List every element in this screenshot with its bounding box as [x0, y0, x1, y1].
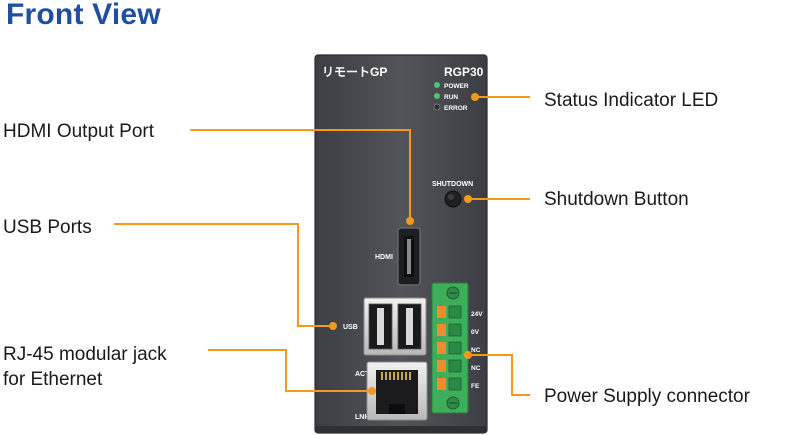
leader-usb — [114, 223, 333, 327]
shutdown-callout: Shutdown Button — [544, 189, 689, 210]
hdmi-callout: HDMI Output Port — [3, 121, 154, 142]
leader-hdmi — [190, 129, 411, 221]
device-model: RGP30 — [444, 65, 484, 79]
rj45-pins — [381, 372, 411, 380]
power-led-icon — [434, 82, 440, 88]
shutdown-label: SHUTDOWN — [432, 181, 473, 188]
usb-port-1-tongue — [377, 308, 384, 345]
terminal-slots — [437, 305, 462, 391]
page-title: Front View — [6, 0, 161, 31]
leader-dot-hdmi — [406, 217, 414, 225]
rj45-callout-line1: RJ-45 modular jack — [3, 344, 167, 365]
led-label-run: RUN — [444, 94, 458, 101]
error-led-icon — [433, 103, 441, 111]
run-led-icon — [434, 93, 440, 99]
lnk-label: LNK — [355, 414, 369, 421]
hdmi-port-contacts — [407, 239, 411, 274]
act-label: ACT — [355, 371, 370, 378]
rj45-latch-slot — [389, 404, 405, 414]
leader-dot-usb — [329, 322, 337, 330]
leader-dot-rj45 — [368, 387, 376, 395]
leader-dot-shutdown — [464, 195, 472, 203]
terminal-label-fe: FE — [471, 383, 480, 390]
usb-callout: USB Ports — [3, 217, 92, 238]
usb-port-2-tongue — [406, 308, 413, 345]
usb-label: USB — [343, 324, 358, 331]
device-bottom-shadow — [316, 426, 486, 433]
led-label-power: POWER — [444, 83, 469, 90]
device-brand: リモートGP — [322, 65, 387, 79]
terminal-label-nc1: NC — [471, 347, 481, 354]
leader-power — [468, 354, 530, 396]
terminal-label-nc2: NC — [471, 365, 481, 372]
terminal-label-0v: 0V — [471, 329, 480, 336]
leader-rj45 — [208, 349, 372, 392]
leader-dot-power — [464, 351, 472, 359]
power-callout: Power Supply connector — [544, 386, 750, 407]
terminal-label-24v: 24V — [471, 311, 483, 318]
rj45-callout-line2: for Ethernet — [3, 369, 103, 390]
leader-dot-status-led — [471, 93, 479, 101]
status-led-callout: Status Indicator LED — [544, 90, 719, 111]
hdmi-label: HDMI — [375, 254, 393, 261]
led-label-error: ERROR — [444, 105, 468, 112]
shutdown-button-highlight — [448, 194, 454, 200]
